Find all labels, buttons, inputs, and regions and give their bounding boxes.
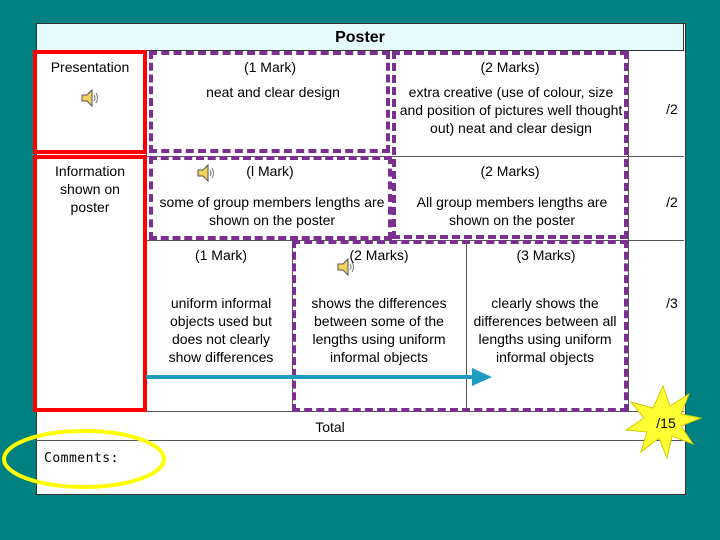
presentation-low-header: (1 Mark) [243, 59, 297, 75]
dashed-box-information-low [149, 156, 392, 240]
comparison-text-1: uniform informal objects used but does n… [168, 295, 274, 365]
speaker-icon[interactable] [336, 257, 358, 277]
comparison-score: /3 [666, 295, 678, 311]
speaker-icon[interactable] [80, 88, 102, 108]
red-box-information [33, 155, 147, 412]
comparison-text-3: clearly shows the differences between al… [473, 295, 617, 365]
red-box-presentation [33, 50, 147, 154]
presentation-score: /2 [666, 101, 678, 117]
star-burst [624, 384, 703, 460]
right-arrow [146, 368, 492, 386]
dashed-box-high [392, 51, 628, 239]
comparison-text-2: shows the differences between some of th… [311, 295, 447, 365]
information-high-text: All group members lengths are shown on t… [416, 194, 608, 228]
comparison-header-1: (1 Mark) [194, 247, 248, 263]
comments-label: Comments: [44, 451, 119, 466]
information-high-header: (2 Marks) [480, 163, 540, 179]
comparison-header-3: (3 Marks) [516, 247, 576, 263]
rubric-title: Poster [36, 23, 684, 51]
total-score: /15 [656, 415, 676, 431]
presentation-high-text: extra creative (use of colour, size and … [399, 84, 623, 136]
grid-line [628, 51, 629, 411]
speaker-icon[interactable] [196, 163, 218, 183]
grid-line [466, 240, 467, 411]
comparison-header-2: (2 Marks) [349, 247, 409, 263]
grid-line [36, 440, 684, 441]
information-low-header: (l Mark) [246, 163, 294, 179]
presentation-high-header: (2 Marks) [480, 59, 540, 75]
row-label-information: Information shown on poster [54, 163, 126, 215]
presentation-low-text: neat and clear design [206, 84, 340, 100]
total-label: Total [315, 419, 345, 435]
dashed-box-comparison [292, 240, 628, 412]
row-label-presentation: Presentation [50, 59, 130, 75]
highlight-oval [2, 429, 166, 489]
information-score: /2 [666, 194, 678, 210]
dashed-box-presentation-low [149, 51, 390, 153]
information-low-text: some of group members lengths are shown … [159, 194, 385, 228]
